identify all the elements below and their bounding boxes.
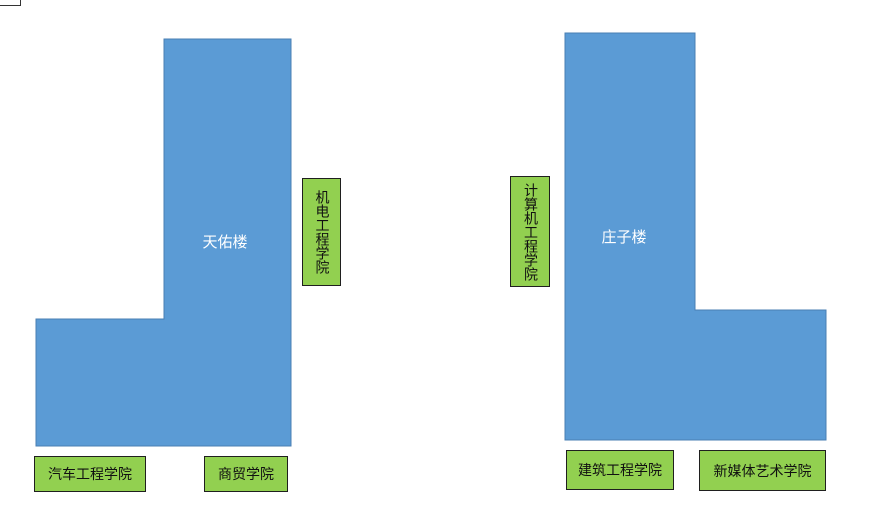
tianyou-building-shape[interactable] [35,38,292,447]
college-mechatronics[interactable]: 机电工程学院 [302,178,341,286]
college-computer-label: 计算机工程学院 [522,182,538,281]
college-automotive[interactable]: 汽车工程学院 [34,456,146,492]
college-architecture[interactable]: 建筑工程学院 [566,450,674,490]
zhuangzi-building-label: 庄子楼 [601,228,646,246]
college-computer[interactable]: 计算机工程学院 [510,176,550,287]
corner-mark [0,0,21,6]
college-mechatronics-label: 机电工程学院 [313,190,330,274]
college-new-media[interactable]: 新媒体艺术学院 [699,450,826,491]
college-business[interactable]: 商贸学院 [204,456,288,492]
college-architecture-label: 建筑工程学院 [578,463,662,479]
college-business-label: 商贸学院 [218,467,274,483]
college-new-media-label: 新媒体艺术学院 [713,463,812,480]
tianyou-building-label: 天佑楼 [202,233,247,251]
zhuangzi-building-shape[interactable] [564,32,827,441]
college-automotive-label: 汽车工程学院 [48,467,132,483]
